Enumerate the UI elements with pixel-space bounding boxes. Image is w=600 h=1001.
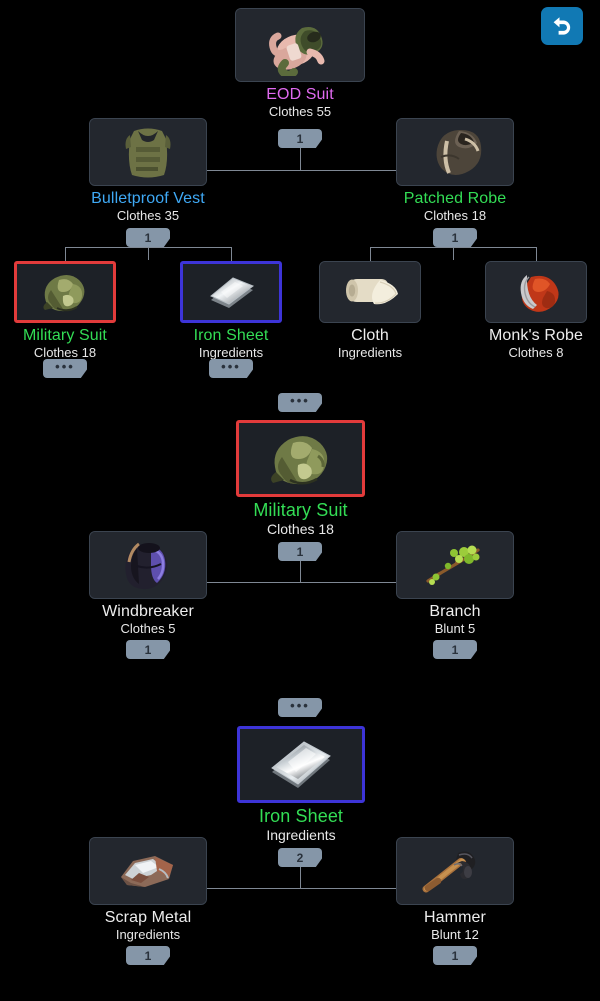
node-iron-sheet-1[interactable]: Iron Sheet Ingredients	[180, 261, 282, 361]
item-card[interactable]	[14, 261, 116, 323]
item-card[interactable]	[236, 420, 365, 497]
connector-line	[65, 247, 231, 248]
quantity-badge-eod-suit[interactable]: 1	[278, 129, 322, 148]
connector-line	[65, 247, 66, 262]
quantity-badge-hammer[interactable]: 1	[433, 946, 477, 965]
branch-icon	[397, 532, 513, 598]
item-card[interactable]	[180, 261, 282, 323]
connector-line	[370, 247, 536, 248]
connector-line	[300, 561, 301, 583]
collapse-badge-military-suit-tree[interactable]: •••	[278, 393, 322, 412]
connector-line	[231, 247, 232, 262]
item-name: EOD Suit	[266, 86, 334, 103]
item-name: Monk's Robe	[489, 327, 583, 344]
item-category: Clothes 55	[268, 104, 332, 119]
item-card[interactable]	[485, 261, 587, 323]
item-name: Military Suit	[253, 500, 348, 520]
military-suit-icon	[17, 264, 113, 320]
item-name: Iron Sheet	[193, 327, 269, 344]
connector-line	[453, 247, 454, 260]
item-category: Blunt 12	[431, 927, 479, 942]
item-card[interactable]	[237, 726, 365, 803]
military-suit-icon	[239, 423, 362, 494]
item-card[interactable]	[396, 531, 514, 599]
connector-line	[300, 867, 301, 889]
quantity-badge-windbreaker[interactable]: 1	[126, 640, 170, 659]
connector-line	[370, 247, 371, 262]
node-bulletproof-vest[interactable]: Bulletproof Vest Clothes 35	[89, 118, 207, 224]
iron-sheet-icon	[240, 729, 362, 800]
quantity-badge-iron-sheet-root[interactable]: 2	[278, 848, 322, 867]
quantity-badge-scrap-metal[interactable]: 1	[126, 946, 170, 965]
item-name: Bulletproof Vest	[91, 190, 205, 207]
quantity-badge-bulletproof-vest[interactable]: 1	[126, 228, 170, 247]
item-name: Scrap Metal	[104, 909, 192, 926]
windbreaker-icon	[90, 532, 206, 598]
item-card[interactable]	[235, 8, 365, 82]
node-windbreaker[interactable]: Windbreaker Clothes 5	[89, 531, 207, 637]
item-category: Clothes 18	[267, 521, 334, 537]
undo-arrow-icon	[550, 14, 574, 38]
node-hammer[interactable]: Hammer Blunt 12	[396, 837, 514, 943]
item-category: Clothes 18	[33, 345, 97, 360]
item-category: Ingredients	[198, 345, 264, 360]
item-name: Windbreaker	[102, 603, 194, 620]
eod-suit-icon	[236, 9, 364, 81]
item-name: Cloth	[351, 327, 389, 344]
expand-badge-military-suit[interactable]: •••	[43, 359, 87, 378]
connector-line	[148, 888, 453, 889]
iron-sheet-icon	[183, 264, 279, 320]
expand-badge-iron-sheet[interactable]: •••	[209, 359, 253, 378]
item-category: Ingredients	[115, 927, 181, 942]
hammer-icon	[397, 838, 513, 904]
item-card[interactable]	[89, 837, 207, 905]
item-category: Blunt 5	[434, 621, 476, 636]
item-card[interactable]	[396, 837, 514, 905]
node-patched-robe[interactable]: Patched Robe Clothes 18	[396, 118, 514, 224]
cloth-roll-icon	[320, 262, 420, 322]
item-name: Military Suit	[23, 327, 107, 344]
item-category: Clothes 18	[423, 208, 487, 223]
quantity-badge-military-suit-root[interactable]: 1	[278, 542, 322, 561]
item-category: Clothes 8	[508, 345, 564, 360]
item-name: Patched Robe	[403, 190, 507, 207]
connector-line	[536, 247, 537, 262]
monks-robe-icon	[486, 262, 586, 322]
item-category: Ingredients	[266, 827, 336, 843]
connector-line	[148, 582, 453, 583]
node-military-suit-root[interactable]: Military Suit Clothes 18	[236, 420, 365, 537]
node-cloth[interactable]: Cloth Ingredients	[319, 261, 421, 361]
item-card[interactable]	[319, 261, 421, 323]
node-iron-sheet-root[interactable]: Iron Sheet Ingredients	[237, 726, 365, 843]
connector-line	[300, 148, 301, 171]
item-category: Clothes 5	[120, 621, 176, 636]
item-name: Hammer	[424, 909, 486, 926]
quantity-badge-patched-robe[interactable]: 1	[433, 228, 477, 247]
patched-robe-icon	[397, 119, 513, 185]
connector-line	[148, 247, 149, 260]
quantity-badge-branch[interactable]: 1	[433, 640, 477, 659]
scrap-metal-icon	[90, 838, 206, 904]
item-name: Iron Sheet	[258, 806, 344, 826]
node-monks-robe[interactable]: Monk's Robe Clothes 8	[485, 261, 587, 361]
item-category: Ingredients	[337, 345, 403, 360]
item-category: Clothes 35	[116, 208, 180, 223]
item-card[interactable]	[89, 531, 207, 599]
item-name: Branch	[429, 603, 481, 620]
connector-line	[148, 170, 453, 171]
node-eod-suit[interactable]: EOD Suit Clothes 55	[235, 8, 365, 120]
item-card[interactable]	[89, 118, 207, 186]
item-card[interactable]	[396, 118, 514, 186]
node-scrap-metal[interactable]: Scrap Metal Ingredients	[89, 837, 207, 943]
node-military-suit-1[interactable]: Military Suit Clothes 18	[14, 261, 116, 361]
collapse-badge-iron-sheet-tree[interactable]: •••	[278, 698, 322, 717]
bulletproof-vest-icon	[90, 119, 206, 185]
node-branch[interactable]: Branch Blunt 5	[396, 531, 514, 637]
back-button[interactable]	[541, 7, 583, 45]
